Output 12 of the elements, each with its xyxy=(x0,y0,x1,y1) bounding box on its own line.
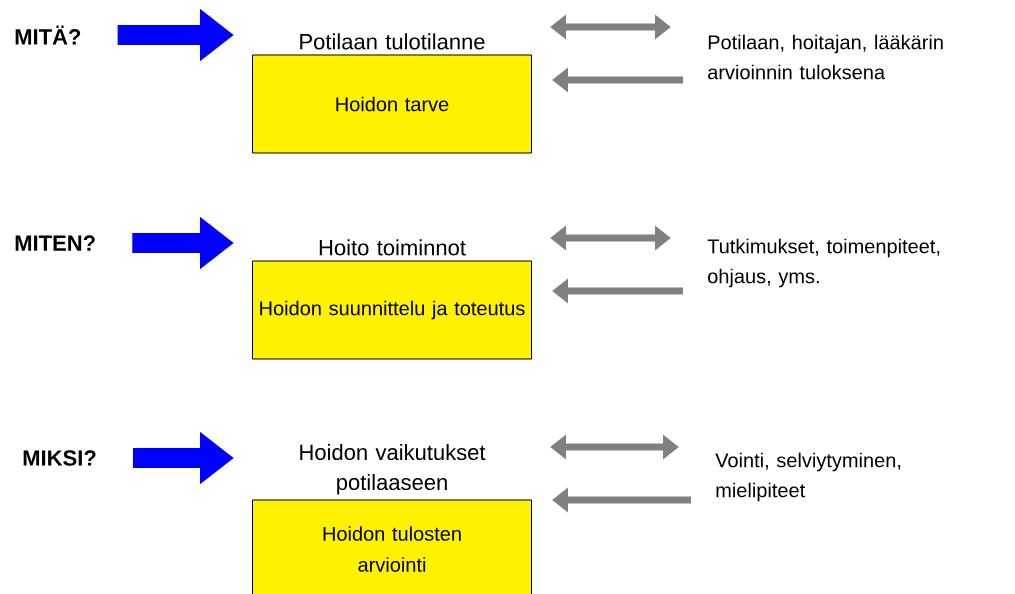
heading-text: Potilaan tulotilanne xyxy=(300,33,485,50)
question-label: MIKSI? xyxy=(23,450,96,466)
note-text: Vointi, selviytyminen, mielipiteet xyxy=(715,452,901,502)
process-box: Hoidon tulosten arviointi xyxy=(252,499,532,594)
heading-text: Hoito toiminnot xyxy=(319,239,466,256)
question-label: MITEN? xyxy=(15,235,95,251)
question-label: MITÄ? xyxy=(15,25,81,45)
process-box: Hoidon suunnittelu ja toteutus xyxy=(252,260,532,360)
heading-text: Hoidon vaikutukset potilaaseen xyxy=(300,443,486,495)
note-text: Potilaan, hoitajan, lääkärin arvioinnin tuloksena xyxy=(708,34,943,80)
process-box: Hoidon tarve xyxy=(252,54,532,154)
note-text: Tutkimukset, toimenpiteet, ohjaus, yms. xyxy=(707,238,940,288)
